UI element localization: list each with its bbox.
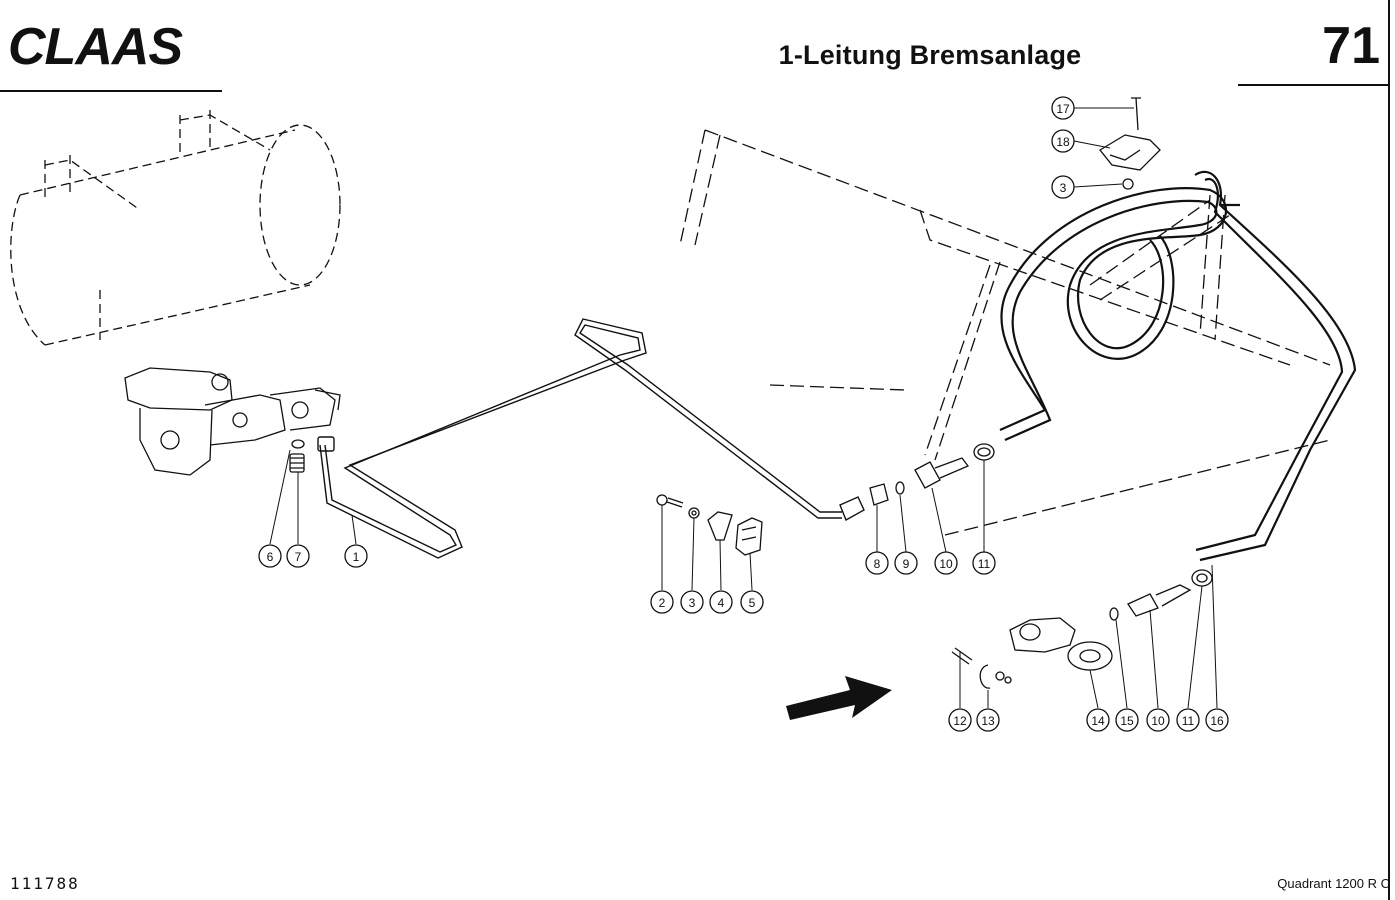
callout-2: 2	[650, 590, 674, 614]
callout-8: 8	[865, 551, 889, 575]
hose-upper	[999, 187, 1228, 442]
callout-16: 16	[1205, 708, 1229, 732]
fittings-8-11-upper	[869, 443, 995, 506]
hose-clamp-17-18-3	[1099, 97, 1161, 190]
svg-text:14: 14	[1091, 714, 1105, 728]
frame-outline-dashed	[679, 129, 1331, 536]
svg-text:4: 4	[718, 596, 725, 610]
leader-lines	[269, 107, 1218, 709]
callout-9: 9	[894, 551, 918, 575]
air-tank-outline	[10, 110, 341, 346]
callout-13: 13	[976, 708, 1000, 732]
svg-text:18: 18	[1056, 135, 1070, 149]
logo-text: CLAAS	[8, 22, 183, 72]
svg-text:11: 11	[1182, 714, 1195, 728]
header-rule-left	[0, 90, 222, 92]
callout-4: 4	[709, 590, 733, 614]
callout-10-lower: 10	[1146, 708, 1170, 732]
drawing-number: 111788	[10, 874, 80, 893]
claas-logo: CLAAS	[8, 22, 184, 72]
coupling-head-12-14	[951, 617, 1113, 689]
svg-text:13: 13	[981, 714, 995, 728]
svg-text:3: 3	[1060, 181, 1067, 195]
svg-text:3: 3	[689, 596, 696, 610]
fittings-10-11-lower	[1109, 569, 1213, 621]
callout-14: 14	[1086, 708, 1110, 732]
pointer-arrow	[786, 676, 892, 720]
svg-text:17: 17	[1056, 102, 1070, 116]
brake-valve-assembly	[124, 367, 341, 476]
hose-lower-16	[1194, 170, 1357, 562]
callout-5: 5	[740, 590, 764, 614]
callout-6: 6	[258, 544, 282, 568]
callout-1: 1	[344, 544, 368, 568]
callout-18: 18	[1051, 129, 1075, 153]
frame-right-edge	[1388, 0, 1390, 900]
callout-17: 17	[1051, 96, 1075, 120]
svg-text:11: 11	[978, 557, 991, 571]
callout-11-lower: 11	[1176, 708, 1200, 732]
callout-3: 3	[680, 590, 704, 614]
callout-15: 15	[1115, 708, 1139, 732]
svg-text:15: 15	[1120, 714, 1134, 728]
svg-text:10: 10	[1151, 714, 1165, 728]
callout-3-upper: 3	[1051, 175, 1075, 199]
callout-10-upper: 10	[934, 551, 958, 575]
svg-text:2: 2	[659, 596, 666, 610]
page-number: 71	[1322, 17, 1380, 75]
page-title: 1-Leitung Bremsanlage	[778, 40, 1082, 70]
svg-text:5: 5	[749, 596, 756, 610]
svg-text:7: 7	[295, 550, 302, 564]
svg-text:16: 16	[1210, 714, 1224, 728]
callout-11-upper: 11	[972, 551, 996, 575]
svg-text:12: 12	[953, 714, 967, 728]
callout-12: 12	[948, 708, 972, 732]
svg-text:6: 6	[267, 550, 274, 564]
callout-7: 7	[286, 544, 310, 568]
svg-text:8: 8	[874, 557, 881, 571]
svg-text:9: 9	[903, 557, 910, 571]
fittings-6-7	[289, 439, 305, 473]
clamp-hardware-2-5	[656, 494, 763, 556]
brake-pipe-1	[317, 318, 865, 559]
model-label: Quadrant 1200 R C	[1277, 876, 1390, 891]
header-rule-right	[1238, 84, 1388, 86]
svg-text:10: 10	[939, 557, 953, 571]
svg-text:1: 1	[353, 550, 360, 564]
